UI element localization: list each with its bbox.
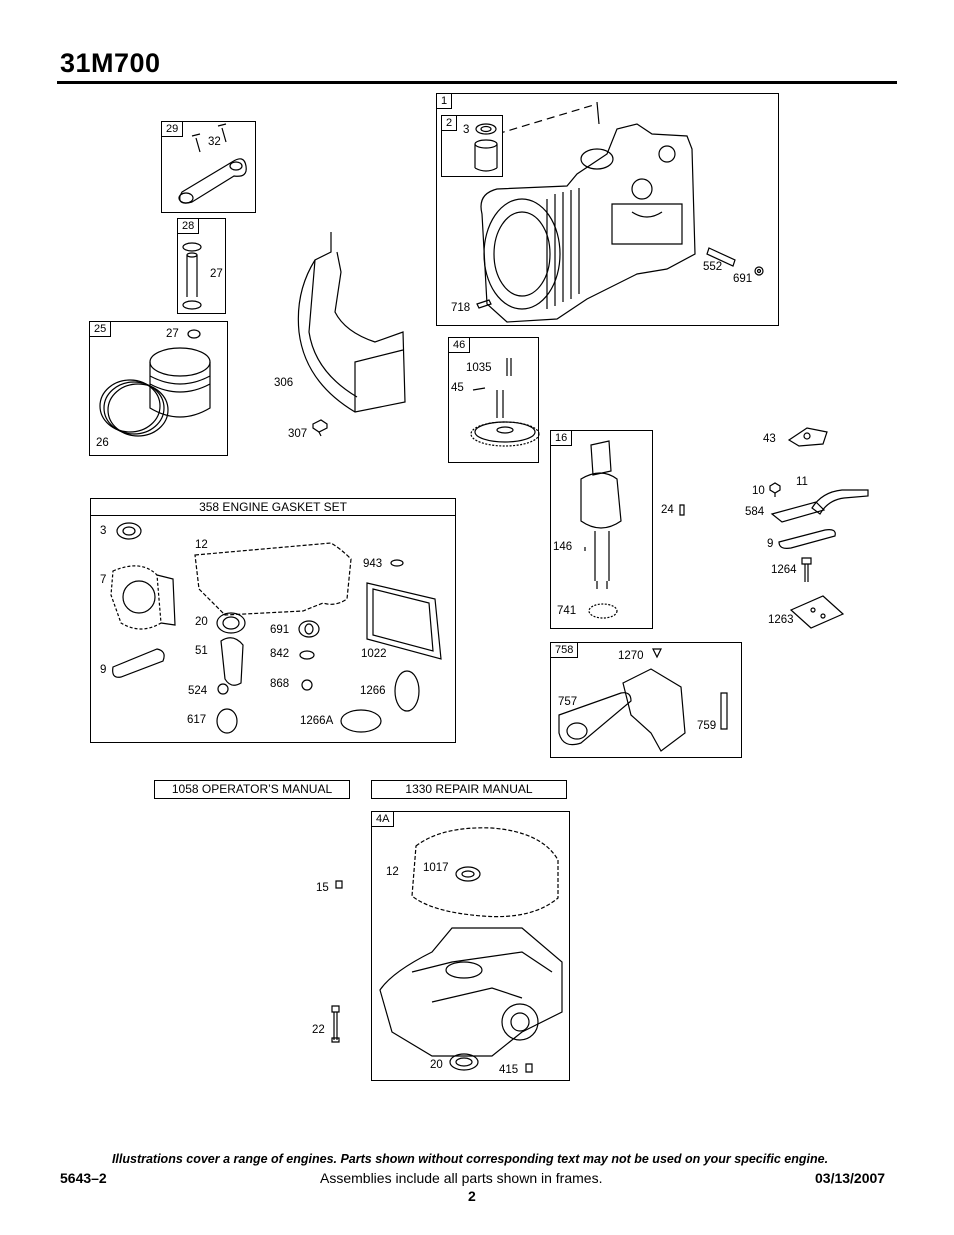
part-label-306: 306 [274, 377, 294, 389]
frame-2-sleeve: 2 3 [441, 115, 503, 177]
assemblies-note: Assemblies include all parts shown in fr… [320, 1170, 603, 1186]
part-label-691: 691 [733, 273, 753, 285]
wrist-pin-illustration [182, 242, 202, 310]
pin-24-icon [679, 504, 685, 516]
frame-28-wrist-pin: 28 27 [177, 218, 226, 314]
part-label-868: 868 [270, 678, 290, 690]
document-number: 5643–2 [60, 1170, 107, 1186]
part-label-1017: 1017 [423, 862, 449, 874]
frame-tag: 2 [442, 116, 458, 131]
part-label-27: 27 [210, 268, 223, 280]
part-label-20: 20 [195, 616, 208, 628]
part-label-1264: 1264 [771, 564, 797, 576]
part-label-691: 691 [270, 624, 290, 636]
frame-tag: 4A [372, 812, 395, 827]
part-label-9: 9 [100, 664, 107, 676]
air-guide-shield-illustration [297, 232, 406, 413]
part-label-1270: 1270 [618, 650, 644, 662]
part-label-617: 617 [187, 714, 207, 726]
part-label-7: 7 [100, 574, 107, 586]
part-label-524: 524 [188, 685, 208, 697]
part-label-12: 12 [195, 539, 208, 551]
part-label-11: 11 [796, 476, 808, 488]
frame-16-crankshaft: 16 146 741 [550, 430, 653, 629]
bolt-1264-icon [801, 557, 812, 582]
governor-assembly-illustration [558, 648, 728, 752]
part-label-415: 415 [499, 1064, 519, 1076]
plug-15-icon [335, 880, 343, 889]
part-label-12: 12 [386, 866, 399, 878]
part-label-1035: 1035 [466, 362, 492, 374]
gasket-set-illustration [110, 522, 442, 734]
frame-29-connecting-rod: 29 32 [161, 121, 256, 213]
part-label-718: 718 [451, 302, 471, 314]
frame-tag: 25 [90, 322, 112, 337]
connecting-rod-illustration [178, 123, 247, 204]
frame-4a-sump: 4A 12 1017 20 415 [371, 811, 570, 1081]
part-label-584: 584 [745, 506, 765, 518]
part-label-15: 15 [316, 882, 329, 894]
screw-10-icon [769, 482, 781, 497]
screw-307-icon [312, 419, 328, 437]
camshaft-gear-illustration [470, 358, 540, 447]
ring-691-illustration [754, 266, 764, 276]
repair-manual-box: 1330 REPAIR MANUAL [371, 780, 567, 799]
part-label-20: 20 [430, 1059, 443, 1071]
part-label-26: 26 [96, 437, 109, 449]
engine-gasket-set-frame: 358 ENGINE GASKET SET 3 12 943 7 20 691 … [90, 498, 456, 743]
part-label-1022: 1022 [361, 648, 387, 660]
frame-25-piston: 25 27 26 [89, 321, 228, 456]
frame-tag: 758 [551, 643, 579, 658]
frame-tag: 1 [437, 94, 453, 109]
part-label-1266a: 1266A [300, 715, 334, 727]
frame-758-governor: 758 1270 757 759 [550, 642, 742, 758]
part-label-9-loose: 9 [767, 538, 774, 550]
part-label-3: 3 [100, 525, 107, 537]
cylinder-block-illustration [480, 101, 696, 323]
page-number: 2 [468, 1188, 476, 1204]
document-date: 03/13/2007 [815, 1170, 886, 1186]
part-label-741: 741 [557, 605, 577, 617]
cover-1263-icon [789, 595, 845, 629]
part-label-759: 759 [697, 720, 717, 732]
part-label-1266: 1266 [360, 685, 386, 697]
lever-43-icon [787, 427, 828, 447]
part-label-51: 51 [195, 645, 208, 657]
piston-rings-illustration [99, 329, 211, 437]
disclaimer-text: Illustrations cover a range of engines. … [111, 1152, 829, 1166]
part-label-45: 45 [451, 382, 464, 394]
gasket-set-header: 358 ENGINE GASKET SET [91, 499, 455, 516]
pin-552-illustration [706, 247, 736, 267]
frame-1-cylinder-assembly: 1 552 691 718 [436, 93, 779, 326]
breather-tube-illustration [770, 489, 869, 523]
operators-manual-box: 1058 OPERATOR’S MANUAL [154, 780, 350, 799]
part-label-27: 27 [166, 328, 179, 340]
sump-cover-illustration [379, 827, 563, 1073]
page-title: 31M700 [60, 48, 161, 78]
part-label-307: 307 [288, 428, 308, 440]
part-label-552: 552 [703, 261, 723, 273]
part-label-43: 43 [763, 433, 776, 445]
frame-46-camshaft: 46 1035 45 [448, 337, 540, 463]
gasket-9-icon [778, 529, 836, 549]
part-label-10: 10 [752, 485, 765, 497]
frame-tag: 28 [178, 219, 200, 234]
frame-tag: 46 [449, 338, 471, 353]
frame-tag: 16 [551, 431, 573, 446]
part-label-32: 32 [208, 136, 221, 148]
title-rule [57, 81, 897, 84]
crankshaft-illustration [580, 440, 622, 619]
part-label-1263: 1263 [768, 614, 794, 626]
part-label-22: 22 [312, 1024, 325, 1036]
part-label-842: 842 [270, 648, 290, 660]
bolt-22-icon [331, 1005, 340, 1043]
part-label-757: 757 [558, 696, 578, 708]
part-label-943: 943 [363, 558, 383, 570]
part-label-24: 24 [661, 504, 674, 516]
pin-718-illustration [476, 299, 492, 309]
frame-tag: 29 [162, 122, 184, 137]
part-label-146: 146 [553, 541, 573, 553]
part-label-3: 3 [463, 124, 470, 136]
seal-sleeve-illustration [474, 123, 498, 172]
